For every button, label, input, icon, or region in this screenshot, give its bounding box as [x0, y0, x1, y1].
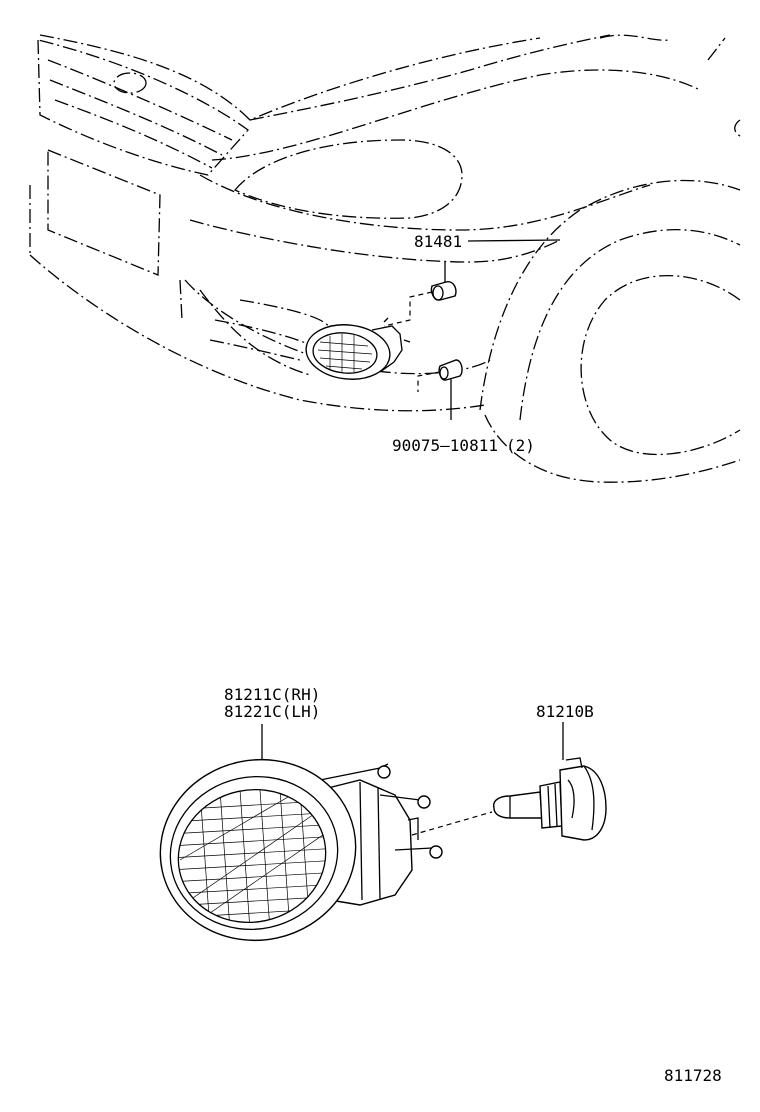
bolt-part-number-label: 90075–10811 [392, 436, 498, 455]
bolt-90075-part [417, 359, 463, 420]
bulb-81210b-part [493, 722, 607, 841]
clamp-81481-part [383, 262, 457, 327]
fog-lamp-lh-label: 81221C(LH) [224, 702, 320, 721]
fog-lamp-assembly [159, 724, 493, 942]
leader-81481 [467, 239, 561, 242]
bolt-quantity-label: (2) [506, 436, 535, 455]
bulb-label: 81210B [536, 702, 594, 721]
fog-lamp-rh-label: 81211C(RH) [224, 685, 320, 704]
clamp-label: 81481 [414, 232, 462, 251]
illustration-number: 811728 [664, 1066, 722, 1085]
fog-lamp-installed [305, 317, 411, 380]
car-body-outline [29, 34, 741, 483]
